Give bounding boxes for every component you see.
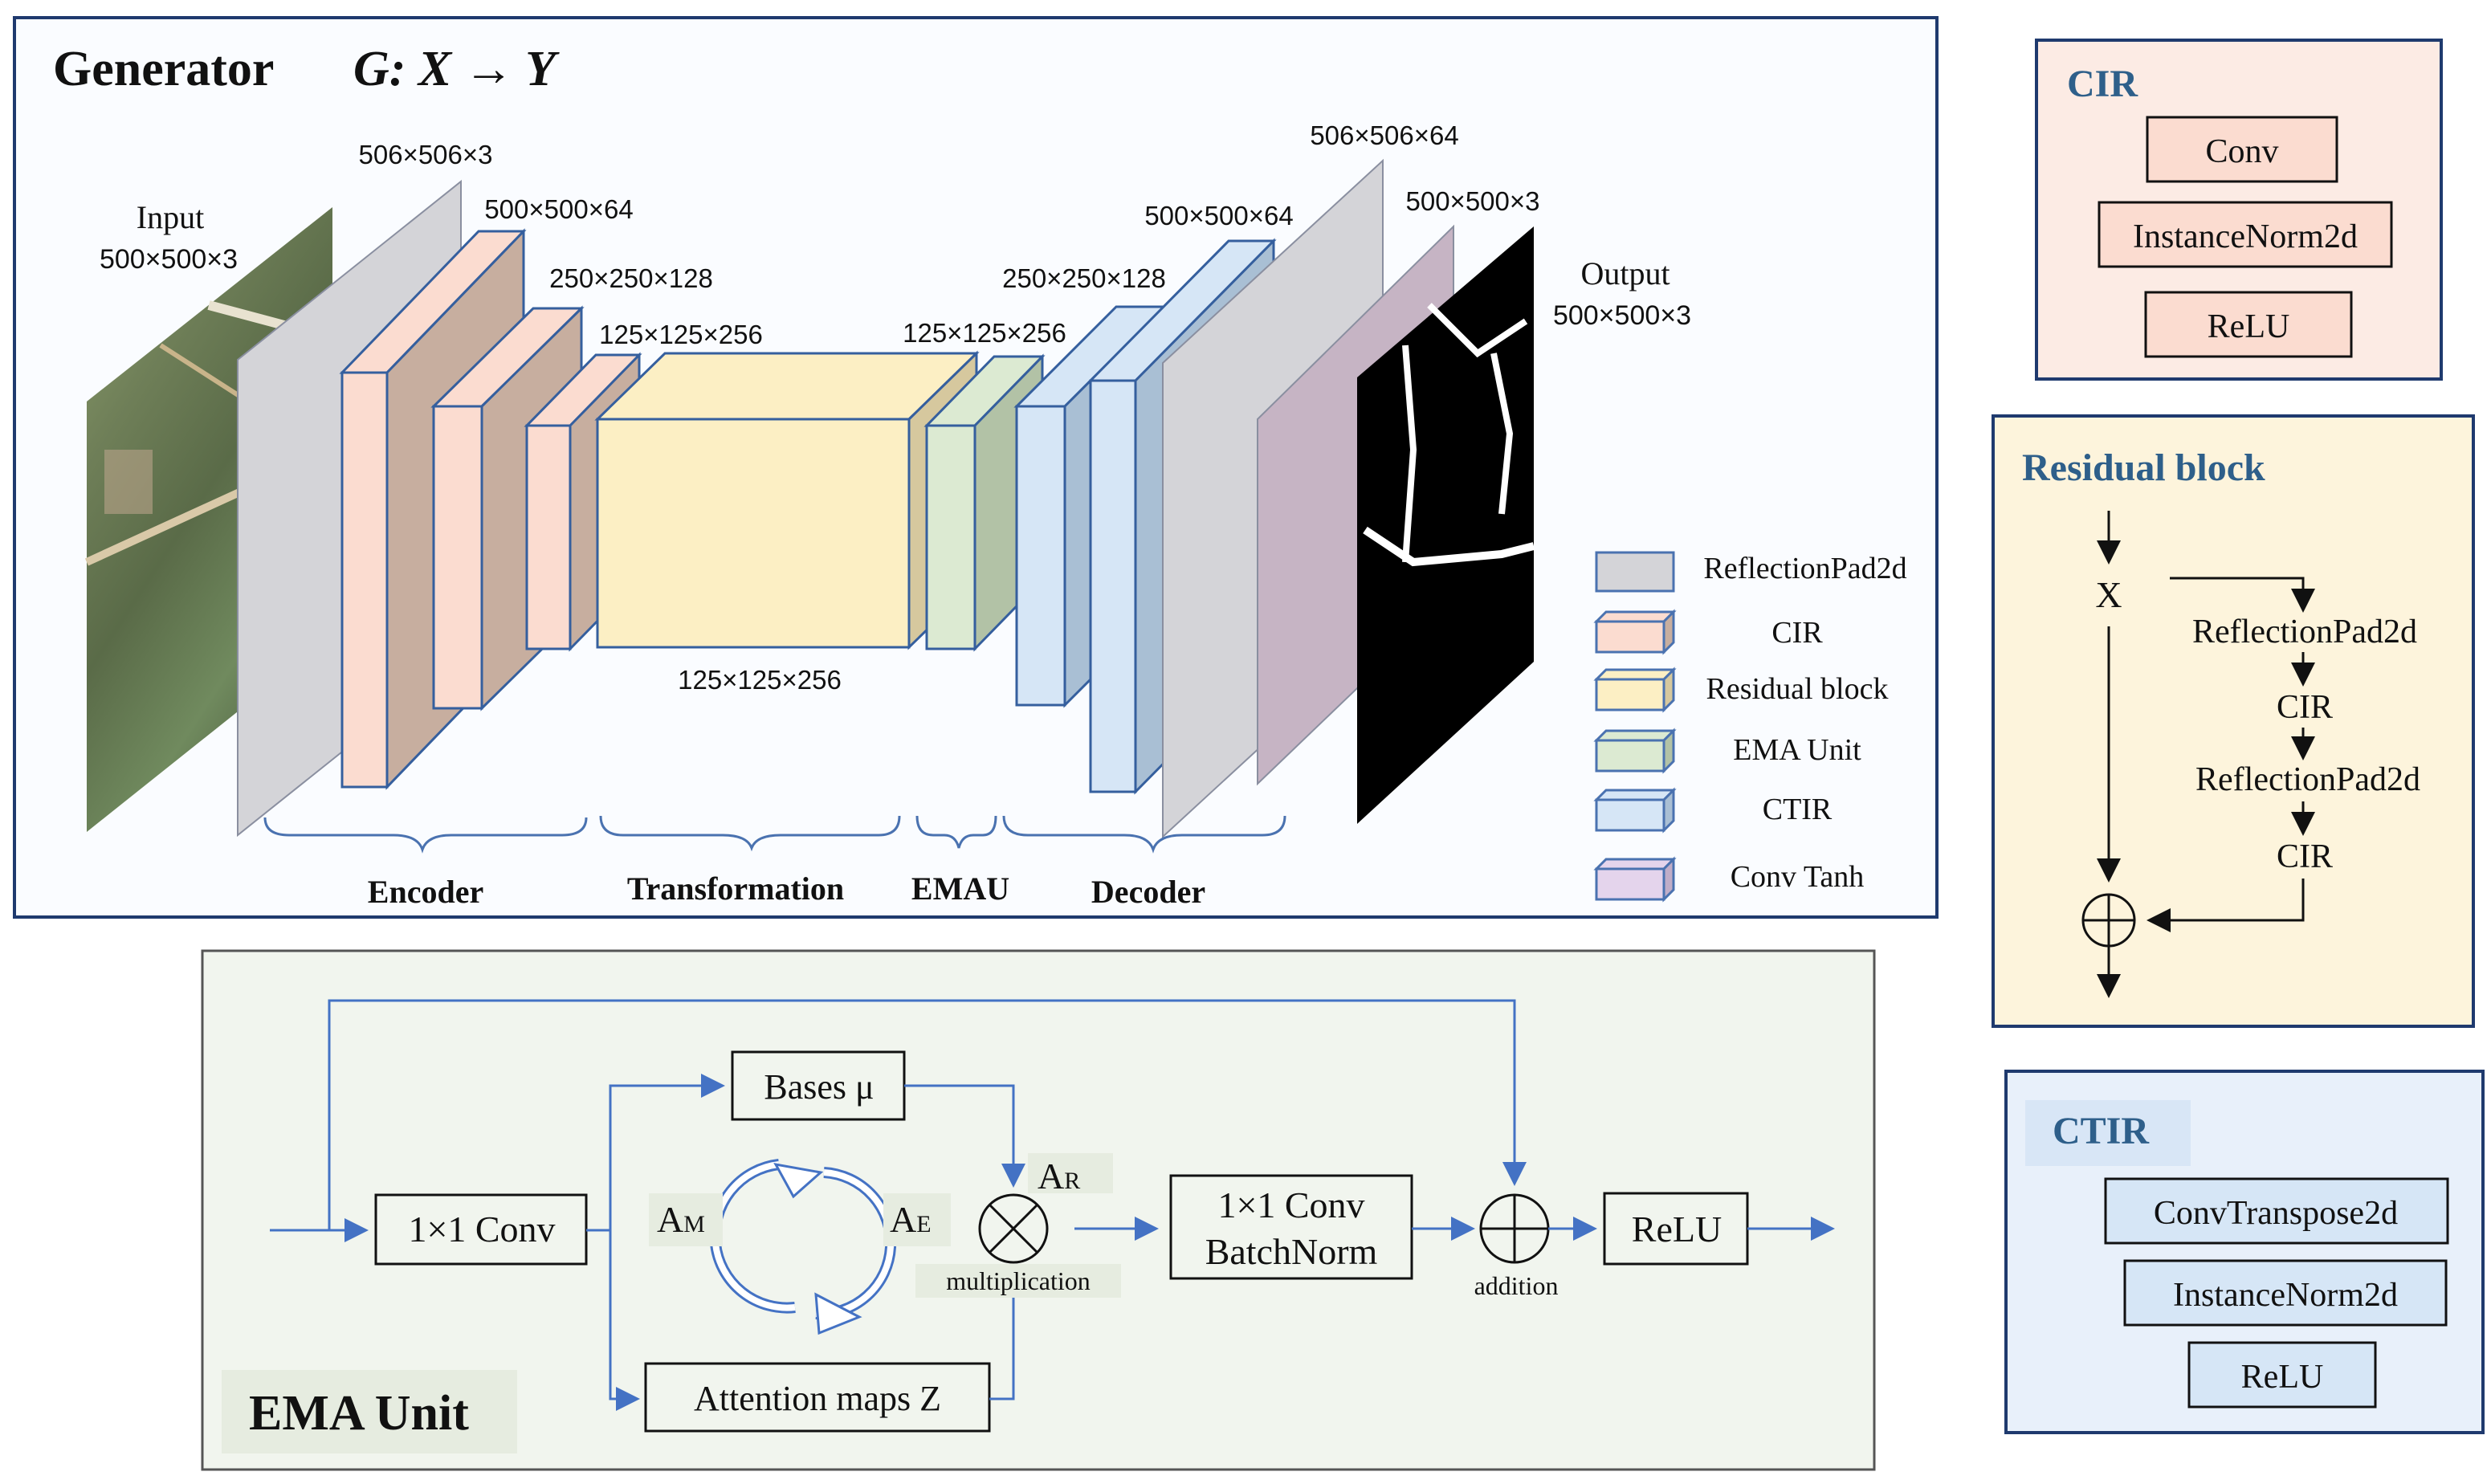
ema-am-letter: A: [657, 1199, 683, 1240]
ema-ae-label: AE: [890, 1199, 932, 1240]
legend-swatch-cir: [1593, 609, 1677, 655]
legend-swatch-residual: [1593, 667, 1677, 713]
group-decoder: Decoder: [1091, 874, 1205, 910]
input-label: Input: [137, 199, 204, 235]
ema-conv2-line2: BatchNorm: [1205, 1231, 1378, 1272]
dim-ctir2: 500×500×64: [1144, 201, 1293, 230]
residual-block-stack: [594, 350, 980, 650]
output-label: Output: [1580, 255, 1670, 292]
residual-panel-title: Residual block: [2022, 446, 2265, 489]
cir-relu-box: [2144, 291, 2353, 358]
ema-bases-label: Bases μ: [764, 1067, 874, 1107]
residual-panel: Residual block X ReflectionPad2d CIR Ref…: [1992, 414, 2475, 1028]
ema-conv2-box: [1169, 1174, 1413, 1280]
residual-x-label: X: [2095, 574, 2122, 615]
group-braces: [263, 815, 1286, 854]
dim-pad2: 506×506×64: [1310, 120, 1458, 150]
legend: ReflectionPad2d CIR Residual block EMA U…: [1593, 551, 1907, 903]
ema-ar-sub: R: [1064, 1168, 1080, 1194]
legend-swatch-ctir: [1593, 787, 1677, 834]
cir-instancenorm-label: InstanceNorm2d: [2133, 218, 2358, 255]
cir-panel-title: CIR: [2067, 63, 2138, 105]
ctir-instancenorm-box: [2123, 1259, 2448, 1327]
ema-ae-sub: E: [916, 1211, 931, 1237]
ema-attention-label: Attention maps Z: [694, 1379, 941, 1418]
ctir-panel-title: CTIR: [2053, 1110, 2150, 1152]
ctir-convtranspose-label: ConvTranspose2d: [2154, 1195, 2398, 1232]
ema-multiplication-label: multiplication: [946, 1266, 1091, 1295]
ctir-convtranspose-box: [2104, 1177, 2449, 1245]
residual-step-cir2: CIR: [2277, 838, 2333, 875]
ema-ae-letter: A: [890, 1199, 916, 1240]
multiply-icon: [978, 1193, 1049, 1264]
ema-relu-label: ReLU: [1632, 1209, 1722, 1250]
residual-add-icon: [2081, 893, 2136, 948]
ctir-relu-box: [2187, 1341, 2377, 1409]
residual-step-pad2: ReflectionPad2d: [2195, 761, 2420, 798]
ema-conv2-line1: 1×1 Conv: [1217, 1184, 1364, 1225]
legend-swatch-convtanh: [1593, 856, 1677, 903]
legend-label-ctir: CTIR: [1763, 793, 1833, 826]
ctir-panel: CTIR ConvTranspose2d InstanceNorm2d ReLU: [2004, 1070, 2485, 1434]
ctir-instancenorm-label: InstanceNorm2d: [2173, 1277, 2398, 1314]
ema-am-sub: M: [683, 1211, 705, 1237]
group-transformation: Transformation: [627, 870, 844, 907]
dim-cir1: 500×500×64: [484, 194, 633, 224]
legend-label-reflectionpad: ReflectionPad2d: [1703, 552, 1906, 585]
ema-addition-label: addition: [1474, 1271, 1559, 1300]
ema-am-label: AM: [657, 1199, 705, 1240]
residual-step-cir1: CIR: [2277, 689, 2333, 726]
output-image: [1357, 226, 1535, 824]
generator-title: Generator: [53, 42, 274, 96]
ema-ar-letter: A: [1038, 1156, 1064, 1197]
ema-ar-label: AR: [1038, 1156, 1080, 1197]
ema-panel: EMA Unit 1×1 Conv Bases μ Attention maps…: [201, 949, 1876, 1471]
addition-icon: [1479, 1193, 1550, 1264]
legend-swatch-ema: [1593, 728, 1677, 774]
dim-ctir1: 250×250×128: [1002, 263, 1166, 293]
cir-instancenorm-box: [2098, 201, 2393, 268]
generator-panel: Generator G: X → Y Input 500×500×3 506×5…: [13, 16, 1939, 919]
dim-conv-tanh: 500×500×3: [1405, 186, 1539, 216]
input-size: 500×500×3: [100, 244, 238, 275]
legend-label-convtanh: Conv Tanh: [1731, 860, 1865, 894]
group-emau: EMAU: [911, 870, 1009, 907]
residual-step-pad1: ReflectionPad2d: [2192, 614, 2417, 650]
ema-conv1-label: 1×1 Conv: [408, 1209, 555, 1250]
dim-res-bottom: 125×125×256: [678, 665, 842, 695]
cir-conv-label: Conv: [2205, 133, 2278, 170]
legend-label-ema: EMA Unit: [1733, 733, 1861, 767]
cir-panel: CIR Conv InstanceNorm2d ReLU: [2035, 39, 2443, 381]
legend-label-cir: CIR: [1771, 616, 1823, 650]
dim-pad1: 506×506×3: [358, 140, 492, 169]
legend-swatch-reflectionpad: [1595, 551, 1675, 593]
dim-ema: 125×125×256: [903, 318, 1066, 348]
dim-cir2: 250×250×128: [549, 263, 713, 293]
cir-relu-label: ReLU: [2208, 308, 2290, 345]
ema-panel-title: EMA Unit: [249, 1386, 469, 1441]
dim-cir3: 125×125×256: [599, 320, 763, 349]
group-encoder: Encoder: [368, 874, 483, 910]
cir-conv-box: [2146, 116, 2338, 183]
output-size: 500×500×3: [1553, 300, 1691, 331]
legend-label-residual: Residual block: [1706, 672, 1889, 706]
ctir-relu-label: ReLU: [2241, 1359, 2324, 1396]
generator-mapping: G: X → Y: [353, 42, 560, 96]
ema-attention-box: [644, 1362, 991, 1433]
